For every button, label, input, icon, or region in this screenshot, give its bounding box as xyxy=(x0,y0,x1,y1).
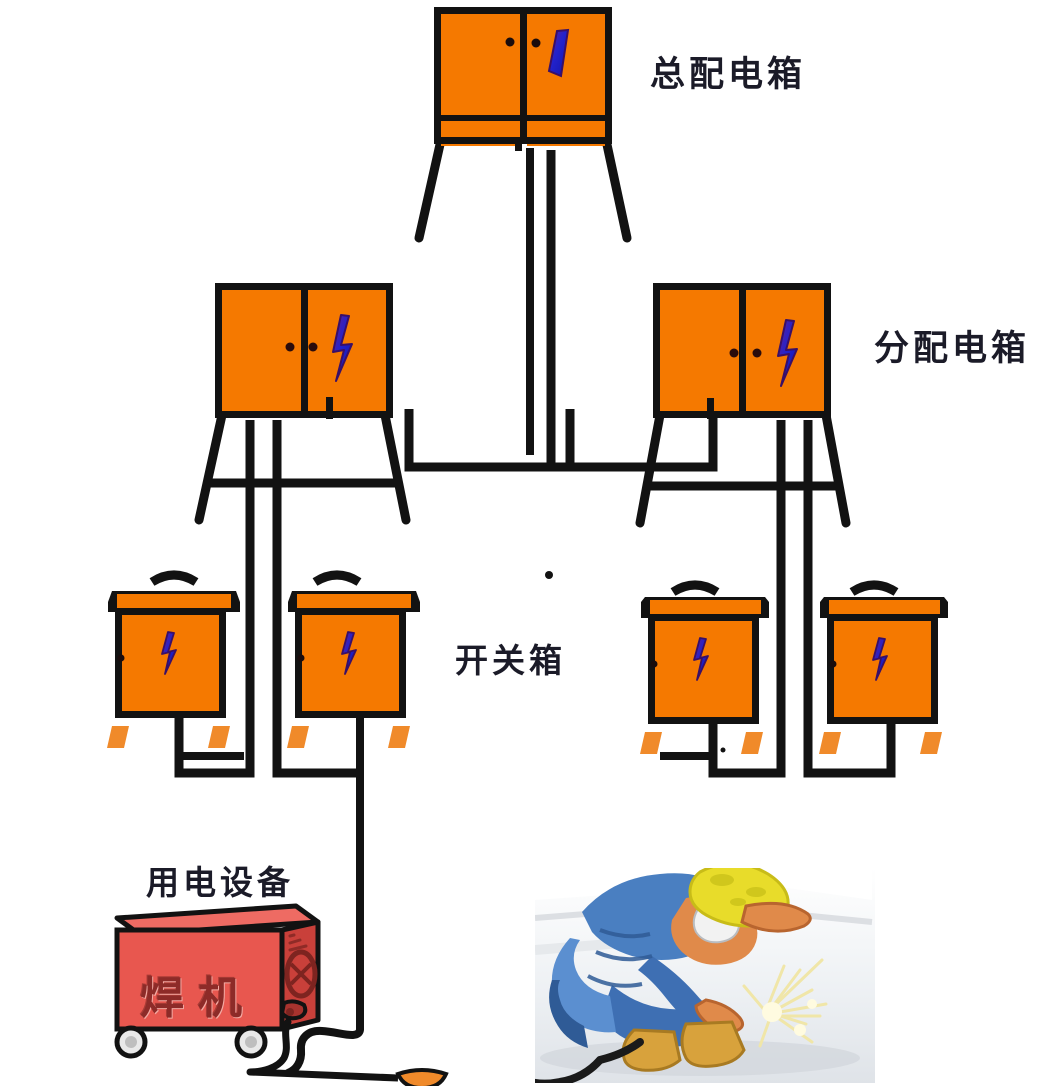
sub-left-leg-outer xyxy=(194,410,227,525)
sub-right-leg-outer xyxy=(635,410,665,528)
sub-distribution-cabinet-right xyxy=(635,283,851,528)
sub-right-panel-l xyxy=(660,290,739,411)
welder-person-helmet-brim xyxy=(740,901,812,933)
main-distribution-cabinet xyxy=(414,7,632,455)
label-switch-box: 开关箱 xyxy=(455,641,566,680)
high-voltage-bolt-icon xyxy=(332,314,353,382)
welding-spark-core xyxy=(762,999,817,1036)
cabinet-panel-tl xyxy=(441,14,520,115)
welder-electrode-clamp xyxy=(395,1068,449,1086)
switch-handle xyxy=(149,570,199,586)
welding-cable-floor xyxy=(535,1056,604,1083)
sub-right-handle-dot-b xyxy=(752,348,762,358)
welder-front xyxy=(114,927,285,1032)
welder-flexible-lead xyxy=(284,1026,364,1077)
sub-left-leg-inner xyxy=(380,410,411,525)
high-voltage-bolt-icon xyxy=(547,28,570,78)
high-voltage-bolt-icon xyxy=(341,631,357,675)
cable-right-sub-to-switch-4 xyxy=(803,420,896,778)
sub-left-handle-dot-a xyxy=(285,342,295,352)
cabinet-leg-left xyxy=(414,135,446,243)
switch-foot-right xyxy=(208,726,230,748)
cable-left-sub-to-switch-2 xyxy=(272,420,360,778)
switch-box-1 xyxy=(107,570,240,748)
welding-machine xyxy=(114,903,449,1086)
switch-handle xyxy=(670,580,720,596)
switch-lid-face xyxy=(117,594,231,608)
high-voltage-bolt-icon xyxy=(161,631,177,675)
welder-dial xyxy=(284,949,318,999)
sub-right-handle-dot-a xyxy=(729,348,739,358)
switch-box-2 xyxy=(287,570,420,748)
cabinet-leg-right xyxy=(601,135,632,243)
switch-foot-left xyxy=(640,732,662,754)
high-voltage-bolt-icon xyxy=(777,319,798,387)
switch-latch-dot xyxy=(117,654,125,662)
cable-switch-3-stub xyxy=(660,716,717,760)
switch-lid-face xyxy=(650,600,761,614)
switch-lid-face xyxy=(297,594,411,608)
cabinet-handle-left-dot xyxy=(505,37,515,47)
welding-machine-label: 焊机 xyxy=(140,973,256,1024)
label-electrical-equipment: 用电设备 xyxy=(146,863,294,902)
label-sub-distribution-box: 分配电箱 xyxy=(874,329,1031,369)
welder-photo xyxy=(535,868,875,1083)
label-main-distribution-box: 总配电箱 xyxy=(650,55,807,95)
switch-foot-left xyxy=(107,726,129,748)
switch-latch-dot xyxy=(829,660,837,668)
stray-dot-switch3 xyxy=(720,747,726,753)
sub-distribution-cabinet-left xyxy=(194,283,411,525)
switch-box-3 xyxy=(640,580,769,754)
switch-foot-left xyxy=(287,726,309,748)
high-voltage-bolt-icon xyxy=(872,637,888,681)
cable-network xyxy=(174,150,896,1030)
switch-foot-left xyxy=(819,732,841,754)
switch-latch-dot xyxy=(297,654,305,662)
cabinet-handle-right-dot xyxy=(531,38,541,48)
switch-foot-right xyxy=(388,726,410,748)
welder-socket xyxy=(279,999,308,1021)
welder-person-boot-front xyxy=(680,1020,746,1068)
cable-right-sub-riser xyxy=(570,409,718,472)
sub-right-leg-inner xyxy=(821,410,851,528)
cable-switch-1-stub xyxy=(175,716,244,760)
switch-handle xyxy=(849,580,899,596)
welder-vents xyxy=(288,933,308,952)
switch-foot-right xyxy=(741,732,763,754)
switch-body-face xyxy=(655,621,752,717)
switch-box-4 xyxy=(819,580,948,754)
welding-sparks xyxy=(742,958,828,1048)
high-voltage-bolt-icon xyxy=(693,637,709,681)
switch-body-face xyxy=(834,621,931,717)
stray-dot-center xyxy=(545,571,553,579)
sub-left-handle-dot-b xyxy=(308,342,318,352)
switch-latch-dot xyxy=(650,660,658,668)
switch-foot-right xyxy=(920,732,942,754)
cable-main-to-left-sub xyxy=(404,409,551,472)
switch-handle xyxy=(312,570,362,586)
switch-lid-face xyxy=(829,600,940,614)
cabinet-panel-tr xyxy=(527,14,605,115)
